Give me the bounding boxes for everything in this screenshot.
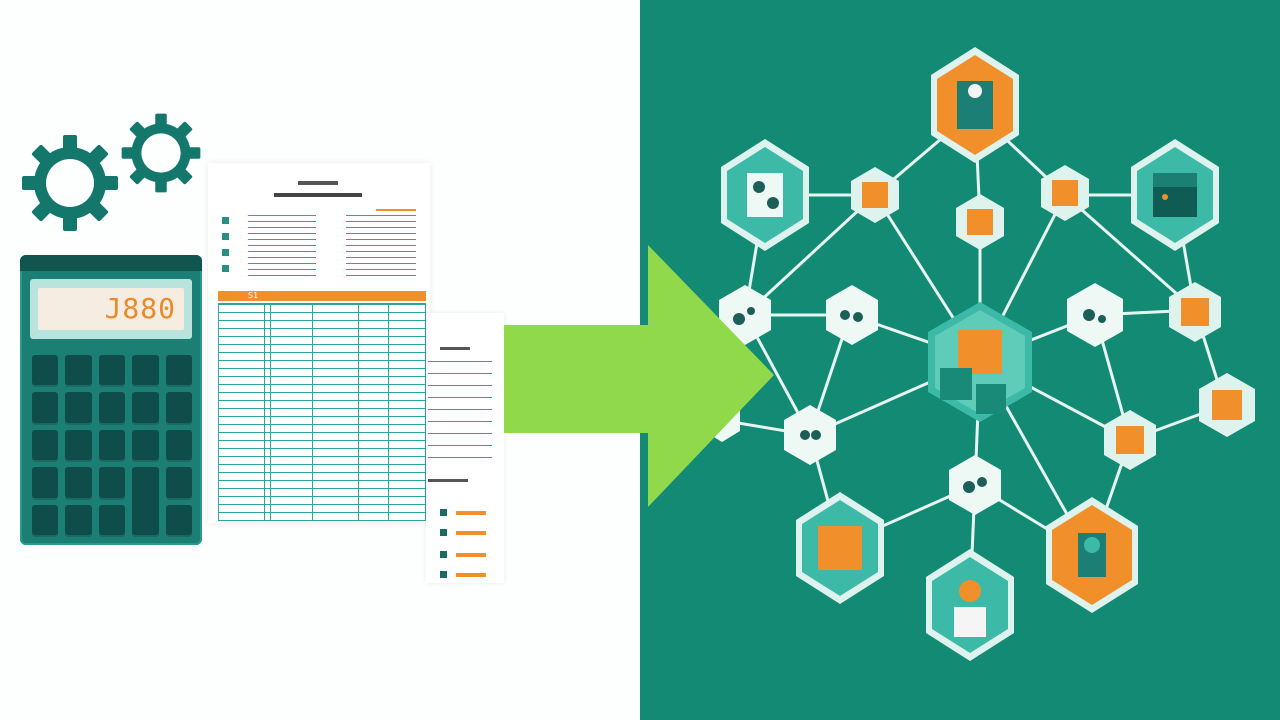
sheet-text-block (248, 215, 316, 281)
sheet-header-row: S1 (218, 291, 426, 301)
calculator-key (165, 355, 192, 386)
gear-icon (22, 135, 118, 231)
network-node (1199, 373, 1255, 437)
report-orange-line (456, 511, 486, 515)
cube-icon (818, 526, 862, 570)
calculator-key (32, 392, 59, 423)
sheet-title-line (274, 193, 362, 197)
calculator-key (98, 504, 126, 535)
calculator-display: J880 (38, 288, 184, 330)
calculator-key (132, 429, 159, 461)
calculator-key (165, 504, 192, 535)
calculator-key (65, 467, 92, 498)
network-node (1041, 165, 1089, 221)
sheet-bullet (222, 217, 229, 224)
calculator-key (165, 467, 192, 498)
calculator-key (32, 467, 59, 498)
network-node (719, 285, 771, 345)
report-icon (426, 313, 504, 583)
sheet-title-line (298, 181, 338, 185)
calculator-icon: J880 (20, 255, 202, 545)
sheet-bullet (222, 265, 229, 272)
report-subtitle-line (428, 479, 468, 482)
gear-icon (121, 113, 201, 193)
sheet-column-divider (358, 303, 359, 521)
network-node (1067, 283, 1123, 347)
calculator-key (65, 392, 92, 423)
network-node (1169, 282, 1221, 342)
report-orange-line (456, 531, 486, 535)
cube-icon (958, 330, 1002, 374)
sheet-column-divider (388, 303, 389, 521)
network-node (956, 194, 1004, 250)
sheet-column-divider (264, 303, 265, 521)
network-node (1104, 410, 1156, 470)
report-text-block (428, 361, 492, 465)
spreadsheet-icon: S1 (208, 163, 430, 523)
sheet-column-divider (270, 303, 271, 521)
calculator-key (98, 392, 126, 423)
calculator-keypad (32, 355, 192, 535)
calculator-key (32, 504, 59, 535)
network-node (931, 47, 1019, 163)
sheet-column-divider (312, 303, 313, 521)
sheet-grid (218, 303, 426, 521)
calculator-key (32, 429, 59, 461)
calculator-key (98, 429, 126, 461)
sheet-bullet (222, 249, 229, 256)
calculator-key (32, 355, 59, 386)
person-icon (959, 580, 981, 602)
report-bullet (440, 571, 447, 578)
network-node (949, 455, 1001, 515)
sheet-bullet (222, 233, 229, 240)
sheet-accent-line (376, 209, 416, 211)
calculator-key (65, 504, 92, 535)
left-panel: J880 (20, 113, 504, 583)
sheet-text-block (346, 215, 416, 281)
network-node (1131, 139, 1219, 251)
network-node (721, 139, 809, 251)
report-bullet (440, 509, 447, 516)
calculator-top (20, 255, 202, 271)
calculator-key (165, 429, 192, 461)
calculator-key (165, 392, 192, 423)
network-node (796, 492, 884, 604)
network-node (926, 549, 1014, 661)
report-title-line (440, 347, 470, 350)
report-orange-line (456, 553, 486, 557)
report-bullet (440, 551, 447, 558)
calculator-key (65, 429, 92, 461)
calculator-key (98, 467, 126, 498)
calculator-key (132, 467, 159, 535)
network-node (1046, 497, 1138, 613)
calculator-key (65, 355, 92, 386)
report-bullet (440, 529, 447, 536)
calculator-key (132, 355, 159, 386)
network-node (851, 167, 899, 223)
network-node (784, 405, 836, 465)
report-orange-line (456, 573, 486, 577)
network-hub (928, 302, 1032, 422)
network-node (826, 285, 878, 345)
calculator-key (132, 392, 159, 423)
arrow-right-icon (504, 245, 774, 507)
network-icon (704, 47, 1255, 661)
calculator-key (98, 355, 126, 386)
